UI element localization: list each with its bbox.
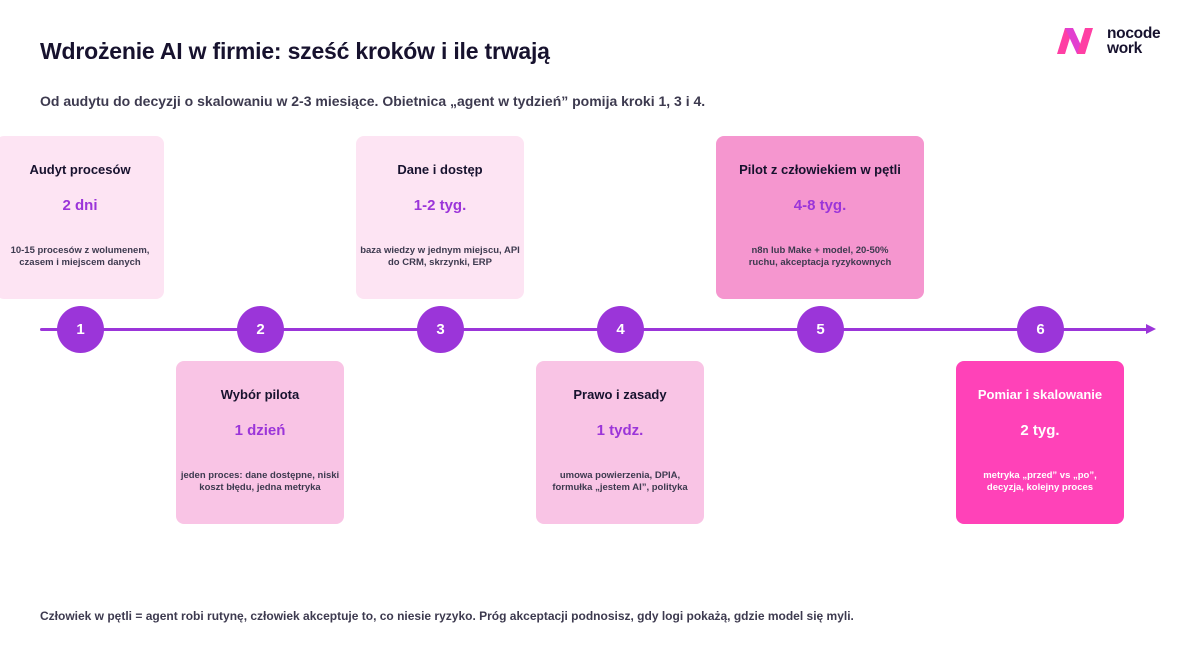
step-title: Pomiar i skalowanie [977, 387, 1103, 402]
step-title: Pilot z człowiekiem w pętli [739, 162, 901, 177]
page-title: Wdrożenie AI w firmie: sześć kroków i il… [40, 38, 550, 64]
step-card-3: Dane i dostęp 1-2 tyg. baza wiedzy w jed… [356, 136, 524, 299]
step-duration: 1 dzień [234, 422, 286, 439]
step-description: n8n lub Make + model, 20-50% ruchu, akce… [748, 245, 892, 268]
step-duration: 4-8 tyg. [793, 197, 847, 214]
step-node-2: 2 [237, 306, 284, 353]
step-description: baza wiedzy w jednym miejscu, API do CRM… [360, 245, 520, 268]
step-title: Prawo i zasady [573, 387, 667, 402]
step-duration: 2 dni [62, 197, 98, 214]
step-node-5: 5 [797, 306, 844, 353]
brand-logo[interactable]: nocode work [1055, 25, 1161, 57]
logo-line-1: nocode [1107, 25, 1161, 42]
step-description: 10-15 procesów z wolumenem, czasem i mie… [10, 245, 150, 268]
logo-wordmark: nocode work [1107, 25, 1161, 57]
step-duration: 1-2 tyg. [413, 197, 467, 214]
step-duration: 2 tyg. [1020, 422, 1060, 439]
step-node-1: 1 [57, 306, 104, 353]
step-description: umowa powierzenia, DPIA, formułka „jeste… [552, 470, 688, 493]
step-card-1: Audyt procesów 2 dni 10-15 procesów z wo… [0, 136, 164, 299]
step-card-6: Pomiar i skalowanie 2 tyg. metryka „prze… [956, 361, 1124, 524]
step-card-5: Pilot z człowiekiem w pętli 4-8 tyg. n8n… [716, 136, 924, 299]
step-card-4: Prawo i zasady 1 tydz. umowa powierzenia… [536, 361, 704, 524]
nocodework-logo-icon [1057, 28, 1093, 54]
logo-line-2: work [1107, 40, 1142, 57]
page-subtitle: Od audytu do decyzji o skalowaniu w 2-3 … [40, 93, 706, 109]
step-duration: 1 tydz. [596, 422, 644, 439]
timeline-axis [40, 328, 1148, 331]
step-title: Wybór pilota [220, 387, 300, 402]
step-node-3: 3 [417, 306, 464, 353]
step-title: Audyt procesów [29, 162, 131, 177]
step-description: metryka „przed” vs „po”, decyzja, kolejn… [983, 470, 1097, 493]
timeline-arrow-head [1146, 324, 1156, 334]
step-node-4: 4 [597, 306, 644, 353]
footnote: Człowiek w pętli = agent robi rutynę, cz… [40, 609, 854, 623]
step-node-6: 6 [1017, 306, 1064, 353]
step-card-2: Wybór pilota 1 dzień jeden proces: dane … [176, 361, 344, 524]
step-title: Dane i dostęp [397, 162, 483, 177]
step-description: jeden proces: dane dostępne, niski koszt… [180, 470, 340, 493]
